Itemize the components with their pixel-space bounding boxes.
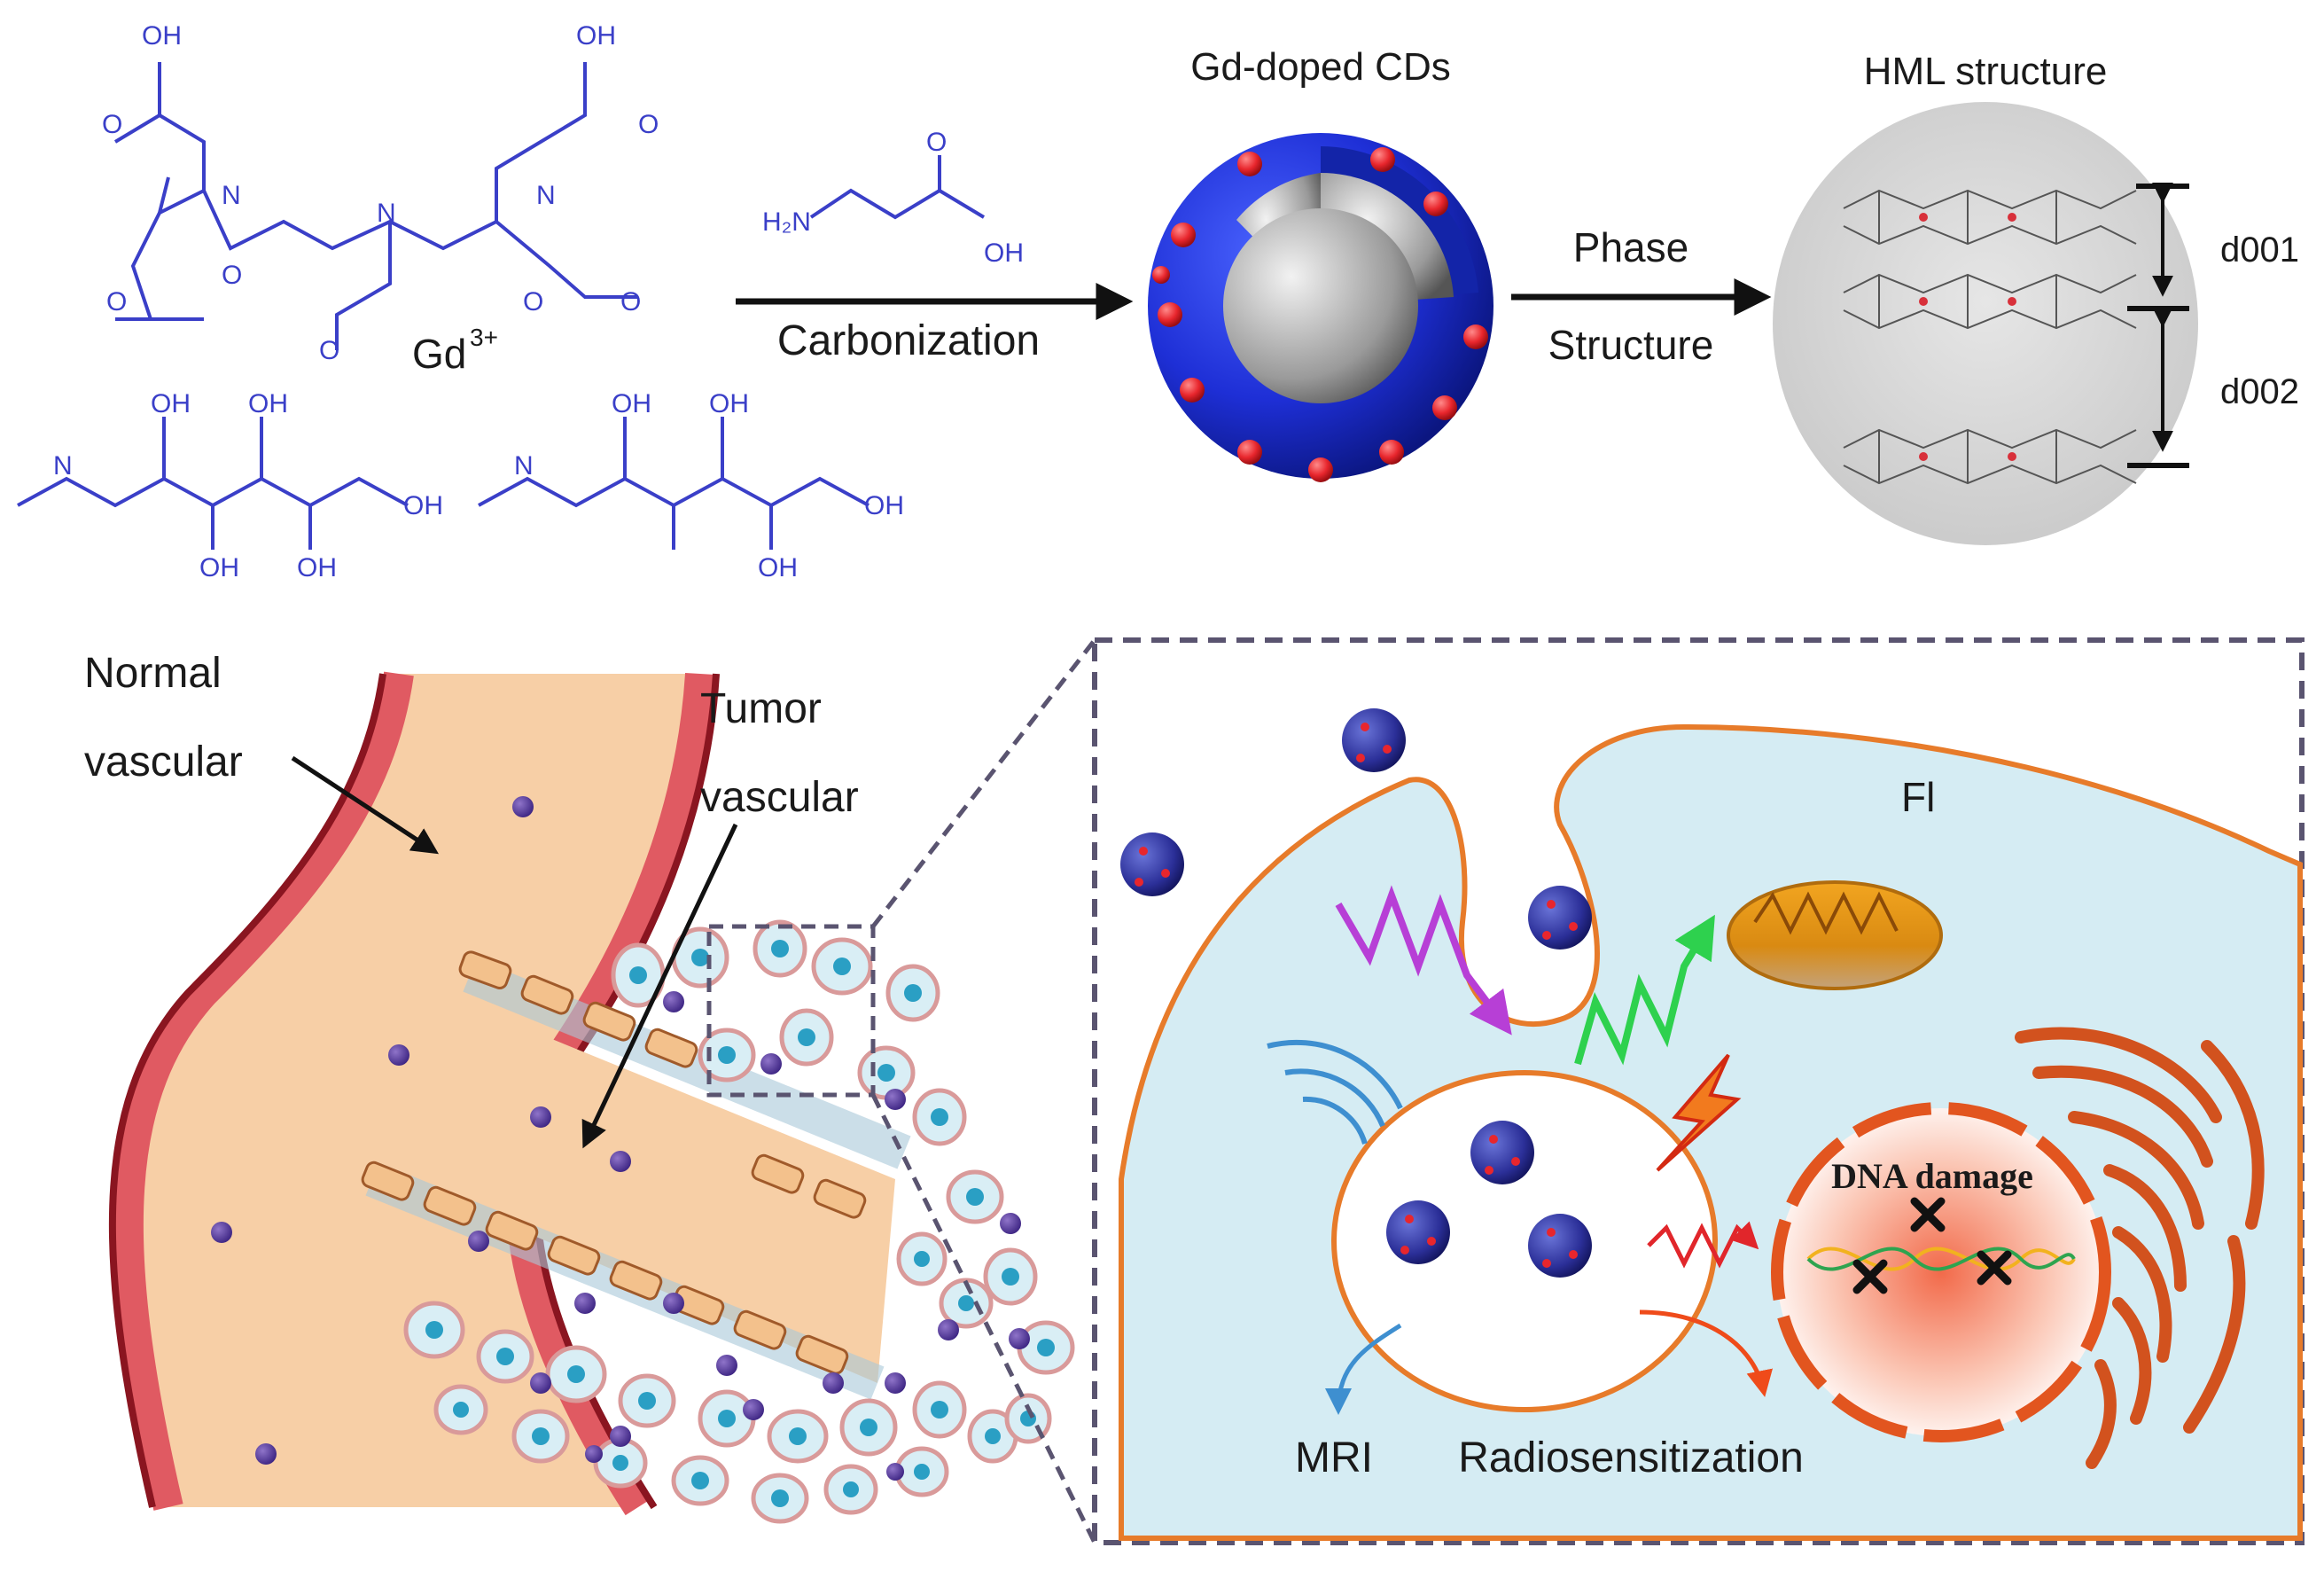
dtpa-n-2: N — [377, 199, 396, 228]
meg-oh-6: OH — [612, 389, 651, 418]
meg-oh-1: OH — [151, 389, 191, 418]
dna-damage-marks — [1852, 1197, 2012, 1294]
dtpa-structure — [113, 62, 638, 350]
normal-vascular-label-1: Normal — [84, 650, 222, 697]
dtpa-o-1: O — [102, 110, 122, 139]
gd-doped-cd: Gd-doped CDs — [1148, 45, 1493, 482]
dtpa-o-minus-1: O — [106, 287, 127, 317]
zoom-line-bottom — [870, 1093, 1097, 1544]
endothelial-cells — [361, 950, 867, 1375]
hml-structure: HML structure d001 d00 — [1773, 50, 2299, 545]
dtpa-oh-1: OH — [142, 21, 182, 51]
dtpa-o-minus-2: O — [319, 336, 339, 365]
meg-oh-7: OH — [709, 389, 749, 418]
excitation-wave — [1335, 885, 1512, 1036]
dtpa-o-minus-3: O — [620, 287, 641, 317]
vessel-panel: Normal vascular Tumor vascular — [84, 638, 1097, 1544]
mri-arrow — [1325, 1323, 1402, 1415]
structure-label: Structure — [1548, 322, 1714, 368]
meg-oh-4: OH — [297, 553, 337, 582]
carbonization-label: Carbonization — [777, 317, 1040, 364]
mri-label: MRI — [1295, 1434, 1373, 1481]
meg-n-1: N — [53, 451, 73, 481]
hml-layer-2 — [1843, 273, 2137, 330]
tumor-vascular-label-2: vascular — [700, 774, 859, 821]
meg-oh-2: OH — [248, 389, 288, 418]
radio-arrow — [1639, 1309, 1773, 1397]
meg-oh-3: OH — [199, 553, 239, 582]
cd-particles-in-vessel — [211, 796, 1030, 1481]
tumor-vascular-arrow — [581, 823, 738, 1149]
d001-label: d001 — [2220, 231, 2299, 270]
hml-title: HML structure — [1864, 50, 2108, 93]
normal-vascular-label-2: vascular — [84, 739, 243, 786]
hml-sphere — [1773, 102, 2198, 545]
cd-core-center — [1223, 208, 1418, 403]
tumor-vessel-lumen — [381, 1002, 895, 1383]
radiosensitization-label: Radiosensitization — [1458, 1434, 1804, 1481]
emission-wave — [1574, 914, 1715, 1066]
normal-vascular-arrow — [291, 755, 440, 855]
tumor-cell-nuclei — [425, 940, 1055, 1507]
normal-vessel-wall-left — [113, 671, 414, 1511]
endoplasmic-reticulum — [2015, 1027, 2265, 1469]
endosome — [1331, 1070, 1718, 1412]
cd-red-dots — [1135, 723, 1578, 1268]
cd-gd-dots — [1152, 147, 1488, 482]
nucleus — [1777, 1108, 2105, 1436]
cd-title: Gd-doped CDs — [1190, 45, 1450, 89]
phase-label: Phase — [1573, 224, 1688, 270]
cds-endosome — [1386, 1121, 1592, 1278]
gd-charge: 3+ — [470, 324, 498, 351]
zoom-line-top — [871, 638, 1096, 928]
meglumine-labels: N OH OH OH OH OH N OH OH OH OH — [53, 389, 904, 582]
glycine-o: O — [926, 128, 947, 157]
dtpa-labels: OH O N N N OH O O O O O O — [102, 21, 659, 365]
radio-wave-arrow — [1647, 1221, 1759, 1269]
meg-oh-5: OH — [403, 491, 443, 520]
dtpa-o-3: O — [222, 261, 242, 290]
glycine-amine: H₂N — [762, 207, 811, 237]
carbonization-step: Carbonization — [736, 283, 1134, 364]
dtpa-o-2: O — [638, 110, 659, 139]
dtpa-oh-2: OH — [576, 21, 616, 51]
normal-vessel-lumen — [128, 674, 700, 1507]
tumor-vascular-label-1: Tumor — [700, 685, 822, 732]
gd-ion-label: Gd 3+ — [412, 324, 498, 377]
glycine-oh: OH — [984, 238, 1024, 268]
d002-label: d002 — [2220, 372, 2299, 411]
meg-oh-8: OH — [758, 553, 798, 582]
mitochondrion — [1727, 880, 1943, 990]
dtpa-o-4: O — [523, 287, 543, 317]
dtpa-n-3: N — [536, 181, 556, 210]
nuclear-envelope — [1771, 1102, 2111, 1442]
meglumine-structures — [17, 417, 870, 550]
dna-damage-label: DNA damage — [1831, 1156, 2033, 1196]
hml-layer-3 — [1843, 428, 2137, 485]
hml-n-atoms — [1919, 213, 2016, 461]
phase-structure-step: Phase Structure — [1511, 224, 1772, 368]
mri-waves — [1267, 1039, 1403, 1145]
glycine-structure: H₂N O OH — [762, 128, 1024, 268]
dtpa-n-1: N — [222, 181, 241, 210]
hml-layer-1 — [1843, 189, 2137, 246]
normal-vessel-dark-left — [108, 673, 386, 1508]
zoom-source-box — [706, 924, 876, 1098]
cell-zoom-panel: Fl DNA damage MRI Radiosensitization — [1092, 637, 2305, 1545]
meg-oh-9: OH — [864, 491, 904, 520]
meg-n-2: N — [514, 451, 534, 481]
gd-ion: Gd — [412, 331, 466, 377]
fl-label: Fl — [1901, 774, 1935, 820]
radiation-bolt — [1656, 1053, 1742, 1172]
